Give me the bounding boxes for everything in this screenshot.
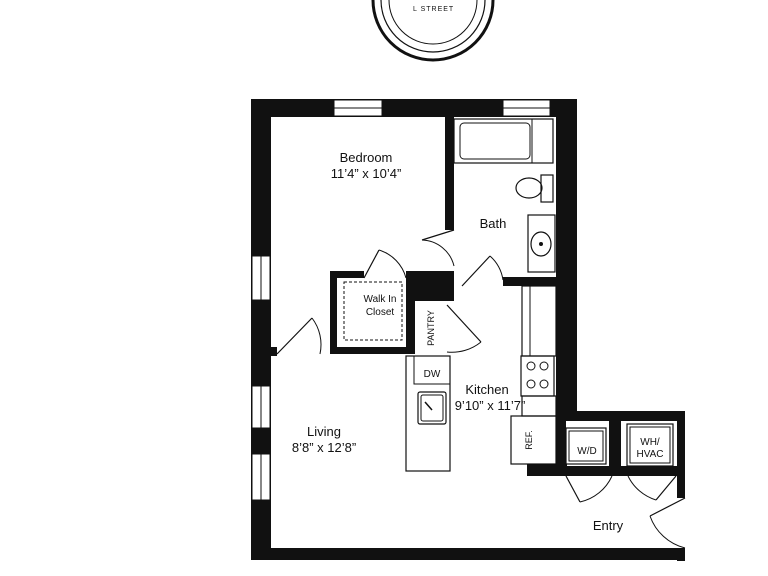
- bedroom-label: Bedroom: [340, 150, 393, 165]
- pantry-door: [446, 304, 482, 353]
- entry-label: Entry: [593, 518, 624, 533]
- closet-label-line2: Closet: [366, 307, 395, 318]
- refrigerator-label: REF.: [524, 430, 534, 450]
- living-label: Living: [307, 424, 341, 439]
- dishwasher-label: DW: [424, 369, 441, 380]
- interior-walls: [271, 117, 677, 476]
- exterior-walls: [251, 99, 685, 561]
- compass-text: L STREET: [413, 6, 454, 13]
- bath-fixtures: [421, 118, 556, 287]
- compass-seal: L STREET: [371, 0, 495, 62]
- washer-dryer-label: W/D: [577, 446, 596, 457]
- wh-hvac-label-line2: HVAC: [636, 449, 663, 460]
- windows: [251, 99, 551, 501]
- living-dims: 8’8” x 12’8”: [292, 440, 356, 455]
- bedroom-dims: 11’4” x 10’4”: [331, 166, 402, 181]
- kitchen-fixtures: [405, 285, 557, 472]
- bath-label: Bath: [480, 216, 507, 231]
- wh-hvac-label-line1: WH/: [640, 437, 660, 448]
- entry-door: [649, 497, 686, 549]
- kitchen-label: Kitchen: [465, 382, 508, 397]
- kitchen-dims: 9’10” x 11’7”: [455, 398, 526, 413]
- laundry-closets: [565, 423, 677, 503]
- closet-label-line1: Walk In: [364, 294, 397, 305]
- pantry-label: PANTRY: [426, 310, 436, 346]
- walk-in-closet: [343, 249, 407, 341]
- living-door: [276, 317, 322, 355]
